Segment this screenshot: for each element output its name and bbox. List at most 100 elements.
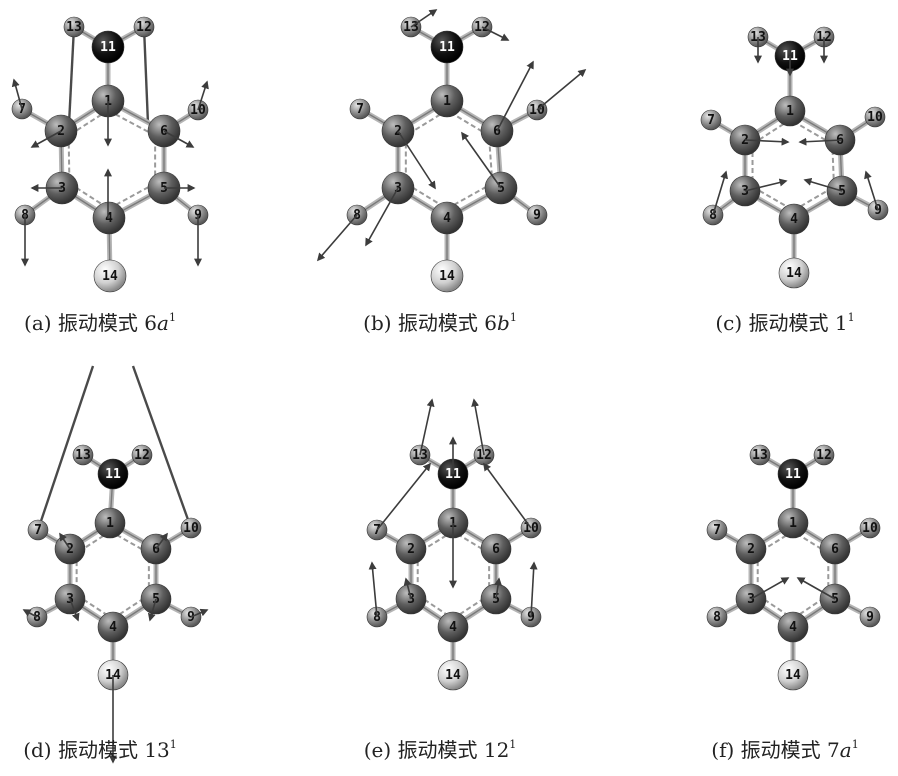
displacement-arrow <box>529 561 538 618</box>
atom-number-label: 7 <box>707 113 715 128</box>
atom-11-nitrogen: 11 <box>91 30 125 64</box>
atom-number-label: 14 <box>786 266 802 281</box>
atom-number-label: 9 <box>874 203 882 218</box>
displacement-arrow <box>59 532 71 550</box>
atom-sphere <box>778 203 810 235</box>
displacement-arrow <box>494 577 503 600</box>
atom-7-hydrogen: 7 <box>706 519 728 541</box>
displacement-arrow <box>471 398 485 456</box>
atom-number-label: 3 <box>741 184 749 199</box>
atom-number-label: 12 <box>476 448 492 463</box>
atom-sphere <box>94 507 126 539</box>
atom-number-label: 7 <box>356 102 364 117</box>
atom-number-label: 5 <box>838 184 846 199</box>
atom-10-hydrogen: 10 <box>180 517 202 539</box>
atom-13-hydrogen: 13 <box>63 16 85 38</box>
atom-number-label: 13 <box>412 448 428 463</box>
atom-9-hydrogen: 9 <box>859 606 881 628</box>
atom-number-label: 10 <box>867 110 883 125</box>
atom-number-label: 11 <box>100 40 116 55</box>
displacement-arrow <box>410 9 438 28</box>
atom-sphere <box>97 458 129 490</box>
atom-number-label: 1 <box>789 516 797 531</box>
atom-8-hydrogen: 8 <box>706 606 728 628</box>
displacement-arrow <box>496 60 534 132</box>
atom-number-label: 14 <box>785 668 801 683</box>
displacement-arrow <box>744 178 788 192</box>
displacement-arrow <box>798 137 843 146</box>
displacement-arrow <box>461 131 502 189</box>
atom-number-label: 9 <box>866 610 874 625</box>
atom-number-label: 5 <box>497 181 505 196</box>
atom-number-label: 12 <box>136 20 152 35</box>
atom-number-label: 7 <box>713 523 721 538</box>
atom-4-carbon: 4 <box>777 611 809 643</box>
caption-1: (a) 振动模式 6a1 <box>24 311 176 335</box>
atom-number-label: 6 <box>831 542 839 557</box>
displacement-arrow <box>190 608 209 618</box>
atom-2-carbon: 2 <box>395 533 427 565</box>
atom-sphere <box>395 533 427 565</box>
atom-number-label: 3 <box>747 592 755 607</box>
atom-sphere <box>778 257 810 289</box>
atom-number-label: 4 <box>443 211 451 226</box>
atom-number-label: 5 <box>831 592 839 607</box>
atom-1-carbon: 1 <box>777 507 809 539</box>
displacement-arrow <box>419 398 435 456</box>
atom-sphere <box>437 611 469 643</box>
displacement-arrow <box>155 532 168 550</box>
atom-sphere <box>27 519 49 541</box>
atom-number-label: 2 <box>407 542 415 557</box>
atom-sphere <box>819 533 851 565</box>
atom-sphere <box>430 30 464 64</box>
atom-sphere <box>859 606 881 628</box>
atom-number-label: 13 <box>752 448 768 463</box>
atom-number-label: 10 <box>862 521 878 536</box>
connector-line <box>36 365 95 531</box>
atom-number-label: 10 <box>183 521 199 536</box>
atom-number-label: 3 <box>407 592 415 607</box>
atom-sphere <box>777 659 809 691</box>
atom-4-carbon: 4 <box>92 201 126 235</box>
atom-number-label: 8 <box>713 610 721 625</box>
atom-14-substituent: 14 <box>777 659 809 691</box>
atom-number-label: 10 <box>190 103 206 118</box>
displacement-arrow <box>197 80 209 111</box>
atom-sphere <box>526 204 548 226</box>
atom-number-label: 13 <box>403 20 419 35</box>
displacement-arrow <box>376 462 432 531</box>
atom-number-label: 7 <box>18 102 26 117</box>
atom-number-label: 11 <box>785 467 801 482</box>
atom-4-carbon: 4 <box>778 203 810 235</box>
atom-number-label: 14 <box>102 269 118 284</box>
atom-number-label: 4 <box>105 211 113 226</box>
atom-sphere <box>735 533 767 565</box>
displacement-arrow <box>397 130 436 190</box>
displacement-arrow <box>803 177 843 192</box>
atom-sphere <box>133 16 155 38</box>
atom-sphere <box>93 259 127 293</box>
atom-number-label: 1 <box>106 516 114 531</box>
atom-12-hydrogen: 12 <box>131 444 153 466</box>
atom-sphere <box>749 444 771 466</box>
atom-9-hydrogen: 9 <box>526 204 548 226</box>
caption-4: (d) 振动模式 131 <box>23 738 177 762</box>
atom-number-label: 14 <box>445 668 461 683</box>
atom-2-carbon: 2 <box>735 533 767 565</box>
atom-number-label: 13 <box>75 448 91 463</box>
atom-number-label: 9 <box>527 610 535 625</box>
atom-12-hydrogen: 12 <box>813 444 835 466</box>
atom-sphere <box>430 84 464 118</box>
displacement-arrow <box>163 130 195 148</box>
displacement-arrow <box>147 598 157 622</box>
atom-number-label: 6 <box>492 542 500 557</box>
atom-number-label: 10 <box>523 521 539 536</box>
atom-6-carbon: 6 <box>480 533 512 565</box>
atom-11-nitrogen: 11 <box>777 458 809 490</box>
atom-number-label: 13 <box>66 20 82 35</box>
atom-number-label: 8 <box>33 610 41 625</box>
atom-sphere <box>92 201 126 235</box>
